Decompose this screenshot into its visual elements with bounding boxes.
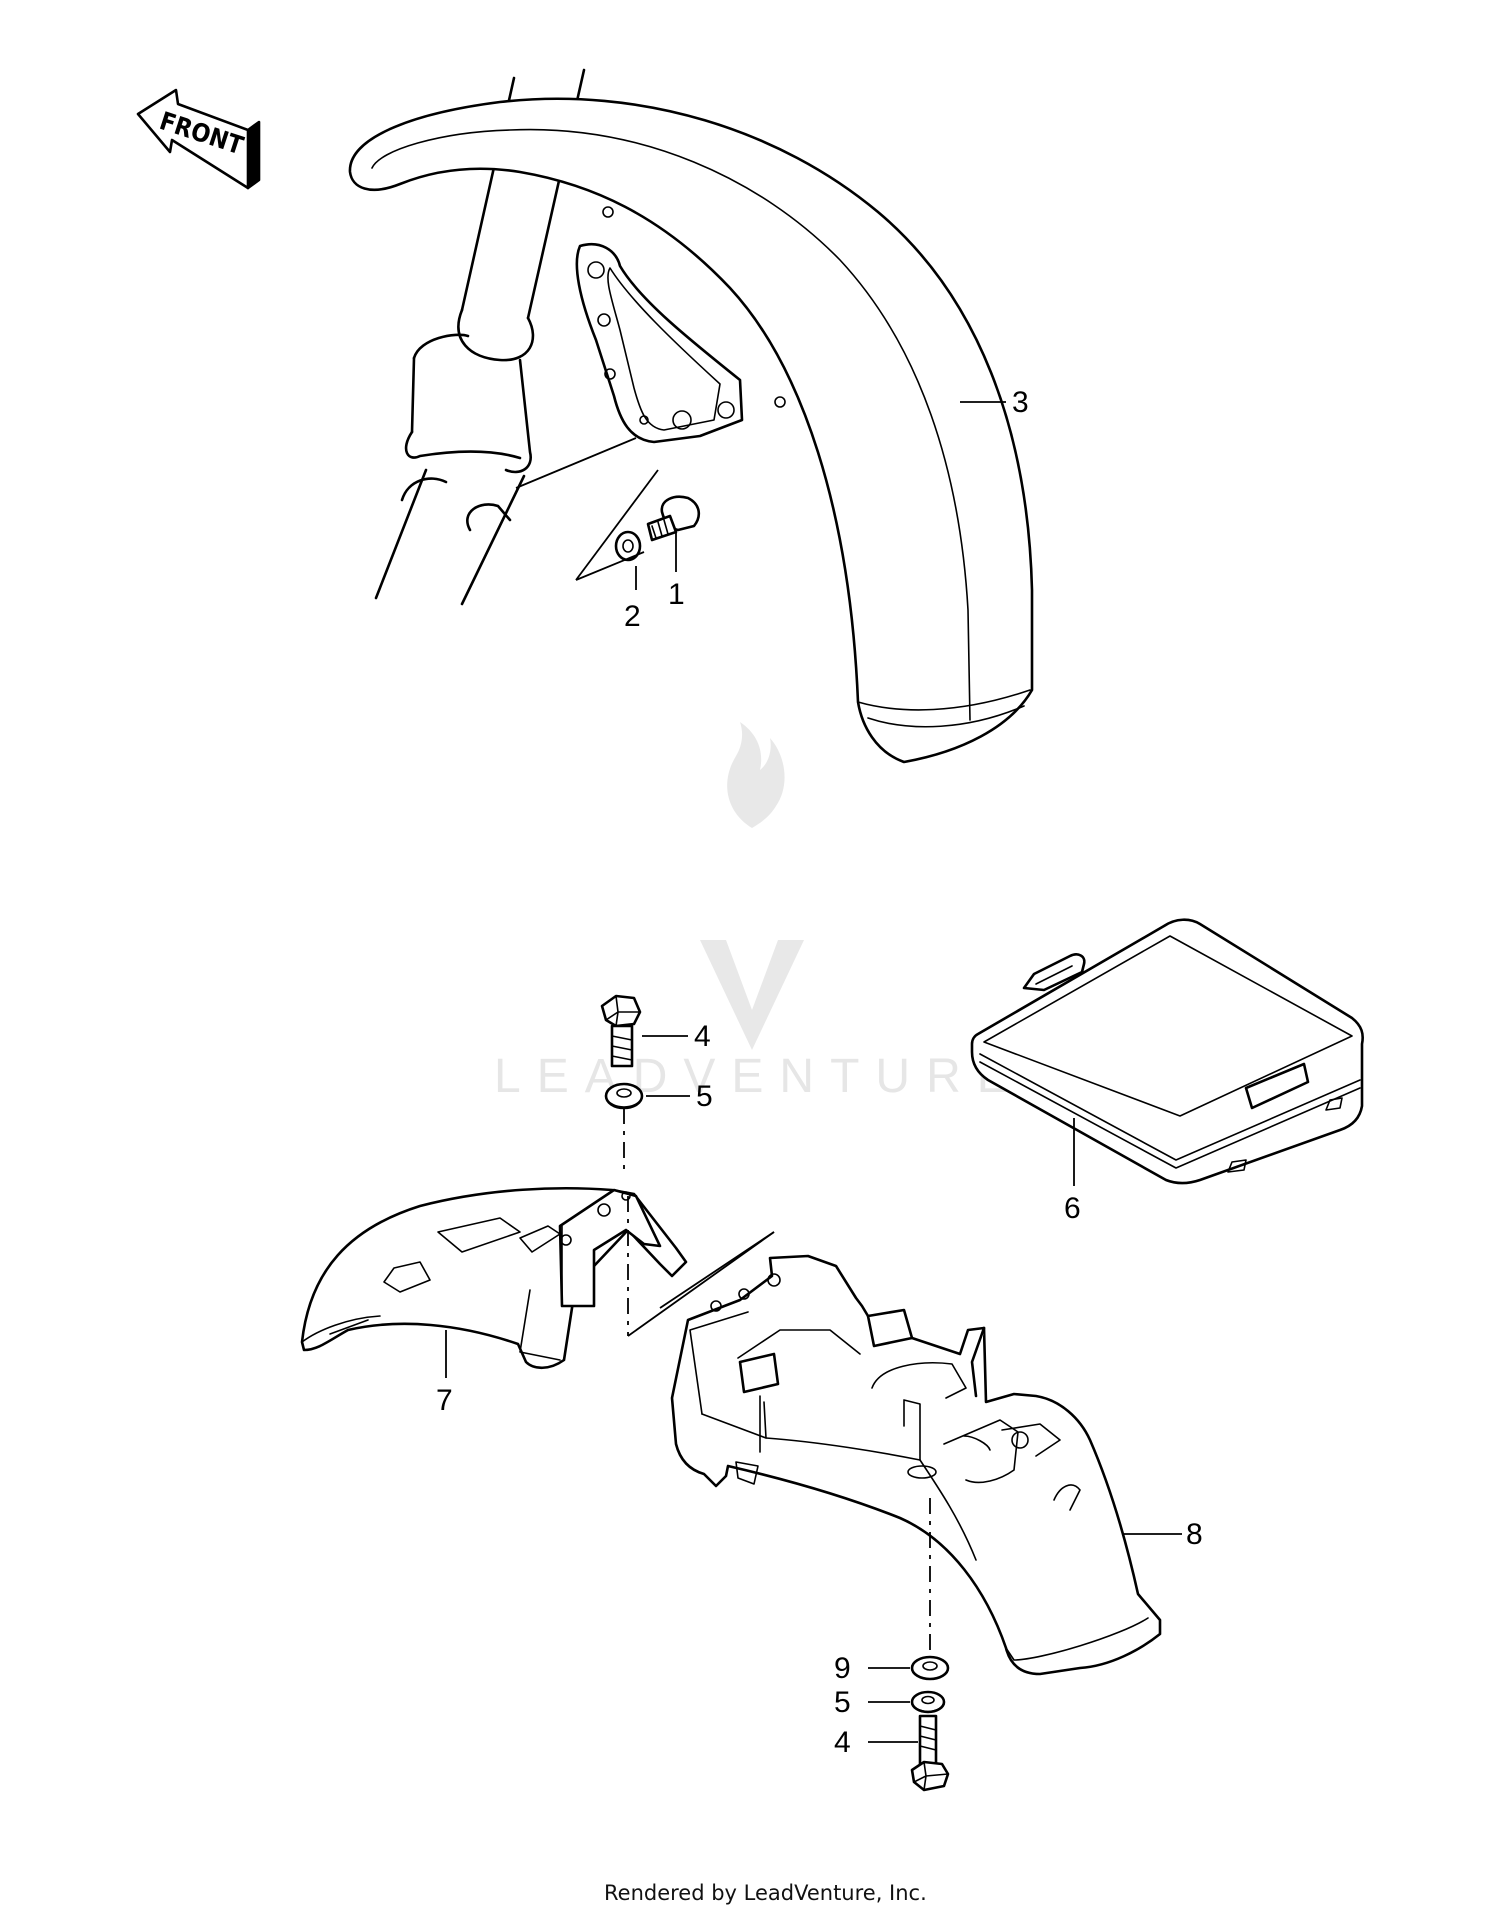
footer-credit: Rendered by LeadVenture, Inc. (604, 1881, 927, 1905)
bottom-bolt (910, 1714, 950, 1792)
callout-flat-washer: 9 (834, 1652, 851, 1685)
flame-v-logo-icon (700, 722, 804, 1050)
callout-lock-washer-bottom: 5 (834, 1686, 851, 1719)
callout-bolt-bottom: 4 (834, 1726, 851, 1759)
callout-lock-washer-top: 5 (696, 1080, 713, 1113)
front-mount-leader-lines (515, 437, 659, 581)
front-fork (374, 68, 586, 606)
bottom-lock-washer (910, 1690, 946, 1714)
assembly-lines (623, 1108, 931, 1656)
front-direction-arrow: FRONT (136, 88, 261, 190)
front-fender (348, 97, 1034, 764)
watermark-text: LEADVENTURE (494, 1050, 1025, 1103)
callout-battery-case: 6 (1064, 1192, 1081, 1225)
flat-washer (910, 1655, 950, 1681)
callout-rear-fender: 8 (1186, 1518, 1203, 1551)
callout-rear-fender-front: 7 (436, 1384, 453, 1417)
top-bolt (600, 994, 642, 1068)
front-fender-bolt (646, 495, 701, 542)
watermark: LEADVENTURE (494, 722, 1025, 1103)
callout-labels: 3 1 2 4 5 6 7 8 9 5 4 (436, 386, 1203, 1759)
callout-bolt-top: 4 (694, 1020, 711, 1053)
top-lock-washer (604, 1082, 644, 1110)
rear-fender-front (300, 1186, 688, 1370)
callout-front-fender-washer: 2 (624, 600, 641, 633)
left-arrow-icon (136, 88, 261, 190)
callout-leaders (445, 401, 1182, 1743)
callout-front-fender: 3 (1012, 386, 1029, 419)
rear-fender (670, 1254, 1162, 1676)
callout-front-fender-bolt: 1 (668, 578, 685, 611)
battery-case (970, 918, 1364, 1185)
front-fender-washer (614, 530, 642, 562)
